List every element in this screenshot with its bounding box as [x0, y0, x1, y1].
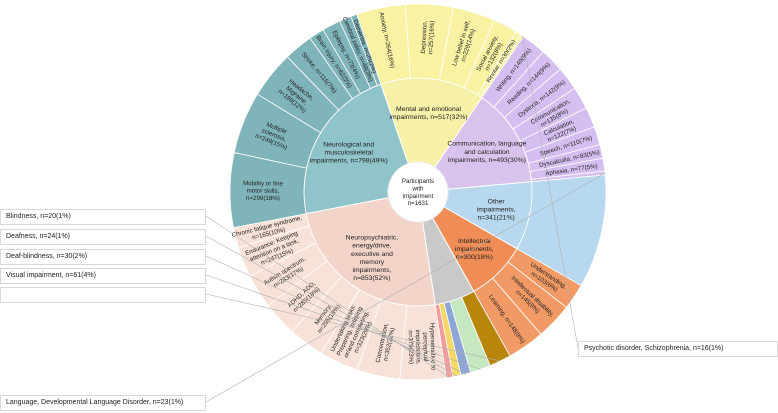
callout-blindness: Blindness, n=20(1%) [0, 209, 206, 225]
callout-language-disorder: Language, Developmental Language Disorde… [0, 395, 206, 411]
callout-visual-impairment: Visual impairment, n=61(4%) [0, 268, 206, 284]
outer-label-depression: Depression,n=257(16%) [420, 20, 436, 55]
leader-line-hearing-impairment [205, 293, 501, 362]
outer-segment-chronic-fatigue-syndrome [232, 213, 310, 249]
leader-line-deafness [205, 235, 458, 377]
leader-line-deaf-blindness [205, 255, 466, 375]
leader-line-blindness [205, 215, 450, 378]
callout-psychotic-disorder: Psychotic disorder, Schizophrenia, n=16(… [578, 341, 778, 357]
outer-label-hypersensitive-to: Hypersensitive toperceptualimpressions,n… [406, 323, 436, 372]
inner-label-neuropsychiatric-energy-drive-executive-and-memory-impairments: Neuropsychiatric,energy/drive,executive … [346, 235, 399, 282]
callout-hearing-impairment: Hearing impairment, n=66(4%) [0, 287, 206, 303]
center-circle [387, 161, 449, 223]
leader-line-visual-impairment [205, 274, 481, 370]
leader-line-language-disorder [205, 172, 606, 403]
callout-deaf-blindness: Deaf-blindness, n=30(2%) [0, 249, 206, 265]
callout-deafness: Deafness, n=24(1%) [0, 229, 206, 245]
leader-line-psychotic-disorder [521, 35, 579, 349]
